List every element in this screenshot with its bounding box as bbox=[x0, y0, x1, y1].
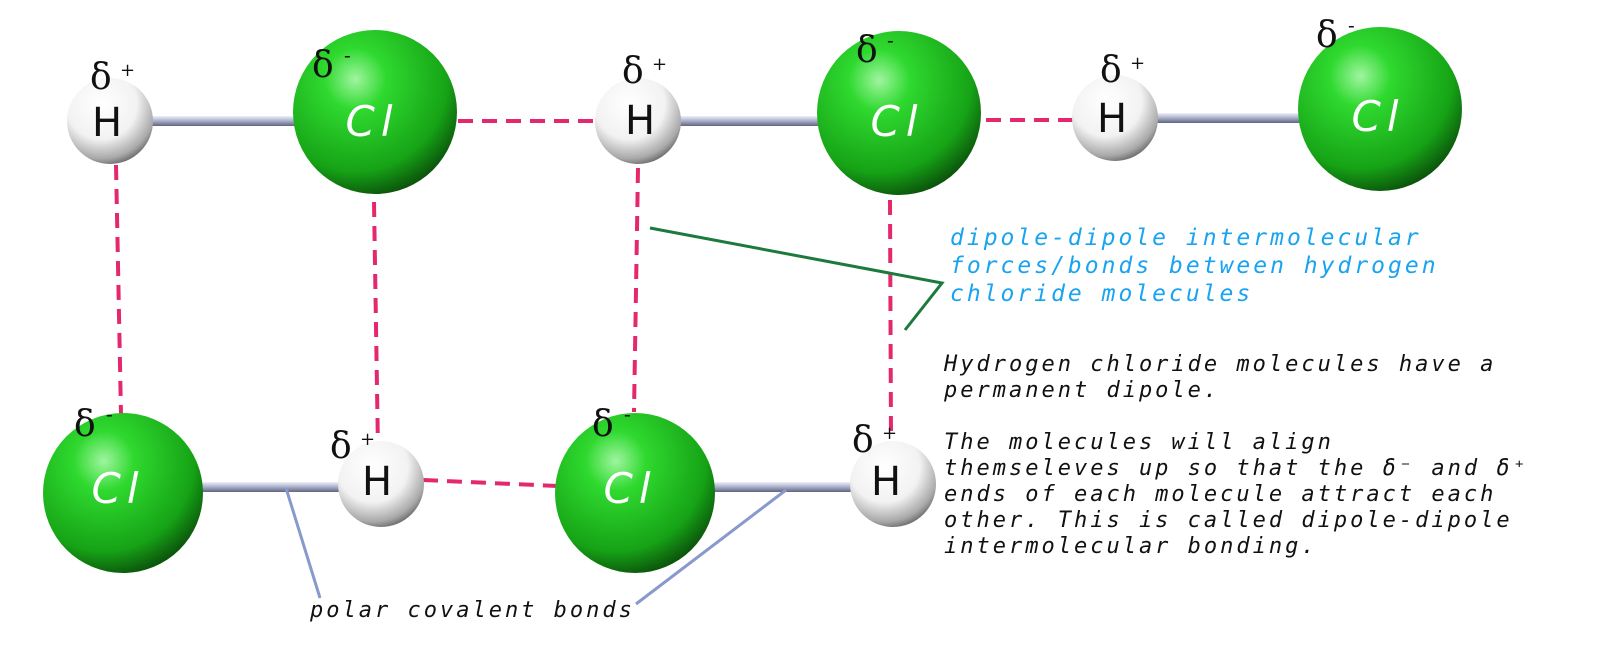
chlorine-symbol: Cl bbox=[346, 97, 399, 146]
covalent-bond-1 bbox=[150, 116, 300, 126]
covalent-bonds bbox=[150, 113, 1305, 492]
delta-symbol: δ bbox=[856, 30, 878, 71]
partial-negative-label: δ - bbox=[1316, 13, 1355, 56]
partial-negative-label: δ - bbox=[312, 43, 351, 86]
chlorine-atoms: Cl Cl Cl Cl Cl bbox=[43, 27, 1462, 573]
delta-symbol: δ bbox=[1316, 15, 1338, 56]
hydrogen-atom: H bbox=[1072, 75, 1158, 161]
polar-bond-pointer-2 bbox=[635, 488, 787, 606]
delta-symbol: δ bbox=[74, 404, 96, 445]
intermolecular-bonds bbox=[114, 118, 1074, 488]
delta-symbol: δ bbox=[852, 420, 874, 461]
covalent-bond-2 bbox=[676, 116, 826, 126]
partial-negative-label: δ - bbox=[856, 28, 894, 71]
dipole-pointer-line bbox=[649, 226, 945, 331]
hydrogen-atom: H bbox=[595, 78, 681, 164]
hydrogen-atom: H bbox=[850, 441, 936, 527]
hydrogen-symbol: H bbox=[92, 100, 122, 146]
delta-symbol: δ bbox=[312, 45, 334, 86]
im-bond-7 bbox=[422, 478, 559, 488]
positive-sign: + bbox=[120, 60, 135, 81]
partial-positive-label: δ + bbox=[1100, 50, 1145, 91]
partial-negative-label: δ - bbox=[74, 402, 113, 445]
im-bond-4 bbox=[888, 199, 893, 441]
chlorine-symbol: Cl bbox=[604, 464, 657, 513]
covalent-bond-3 bbox=[1155, 113, 1305, 123]
polar-covalent-bonds-label: polar covalent bonds bbox=[310, 598, 635, 623]
positive-sign: + bbox=[882, 423, 897, 444]
hydrogen-atoms: H H H H H bbox=[67, 75, 1158, 527]
negative-sign: - bbox=[344, 43, 351, 67]
im-bond-1 bbox=[114, 164, 123, 416]
chlorine-symbol: Cl bbox=[1352, 92, 1405, 141]
dipole-dipole-label: dipole-dipole intermolecular forces/bond… bbox=[950, 225, 1439, 307]
delta-symbol: δ bbox=[330, 426, 352, 467]
negative-sign: - bbox=[1348, 13, 1355, 37]
hydrogen-atom: H bbox=[338, 441, 424, 527]
covalent-bond-4 bbox=[198, 482, 346, 492]
partial-positive-label: δ + bbox=[330, 426, 375, 467]
im-bond-3 bbox=[632, 167, 640, 413]
chlorine-atom: Cl bbox=[817, 31, 981, 195]
negative-sign: - bbox=[624, 402, 631, 426]
delta-symbol: δ bbox=[622, 51, 644, 92]
negative-sign: - bbox=[887, 28, 894, 52]
delta-symbol: δ bbox=[90, 57, 112, 98]
chlorine-atom: Cl bbox=[555, 413, 715, 573]
chlorine-atom: Cl bbox=[43, 413, 203, 573]
hydrogen-symbol: H bbox=[1097, 96, 1127, 142]
delta-symbol: δ bbox=[1100, 50, 1122, 91]
hydrogen-symbol: H bbox=[625, 98, 655, 144]
partial-positive-label: δ + bbox=[622, 51, 667, 92]
partial-positive-label: δ + bbox=[90, 57, 135, 98]
partial-charges: δ + δ - δ + δ - δ + δ - δ - δ + bbox=[74, 13, 1355, 467]
negative-sign: - bbox=[106, 402, 113, 426]
hydrogen-symbol: H bbox=[362, 459, 392, 505]
im-bond-2 bbox=[372, 201, 380, 451]
chlorine-symbol: Cl bbox=[871, 97, 924, 146]
covalent-bond-5 bbox=[710, 482, 858, 492]
delta-symbol: δ bbox=[592, 404, 614, 445]
positive-sign: + bbox=[652, 54, 667, 75]
chlorine-symbol: Cl bbox=[92, 464, 145, 513]
chlorine-atom: Cl bbox=[293, 30, 457, 194]
positive-sign: + bbox=[1130, 53, 1145, 74]
partial-negative-label: δ - bbox=[592, 402, 631, 445]
explanation-text: Hydrogen chloride molecules have a perma… bbox=[944, 352, 1529, 559]
chlorine-atom: Cl bbox=[1298, 27, 1462, 191]
pointer-lines bbox=[284, 226, 945, 606]
positive-sign: + bbox=[360, 429, 375, 450]
hydrogen-symbol: H bbox=[871, 459, 901, 505]
polar-bond-pointer-1 bbox=[284, 487, 322, 599]
partial-positive-label: δ + bbox=[852, 420, 897, 461]
hydrogen-atom: H bbox=[67, 78, 153, 164]
